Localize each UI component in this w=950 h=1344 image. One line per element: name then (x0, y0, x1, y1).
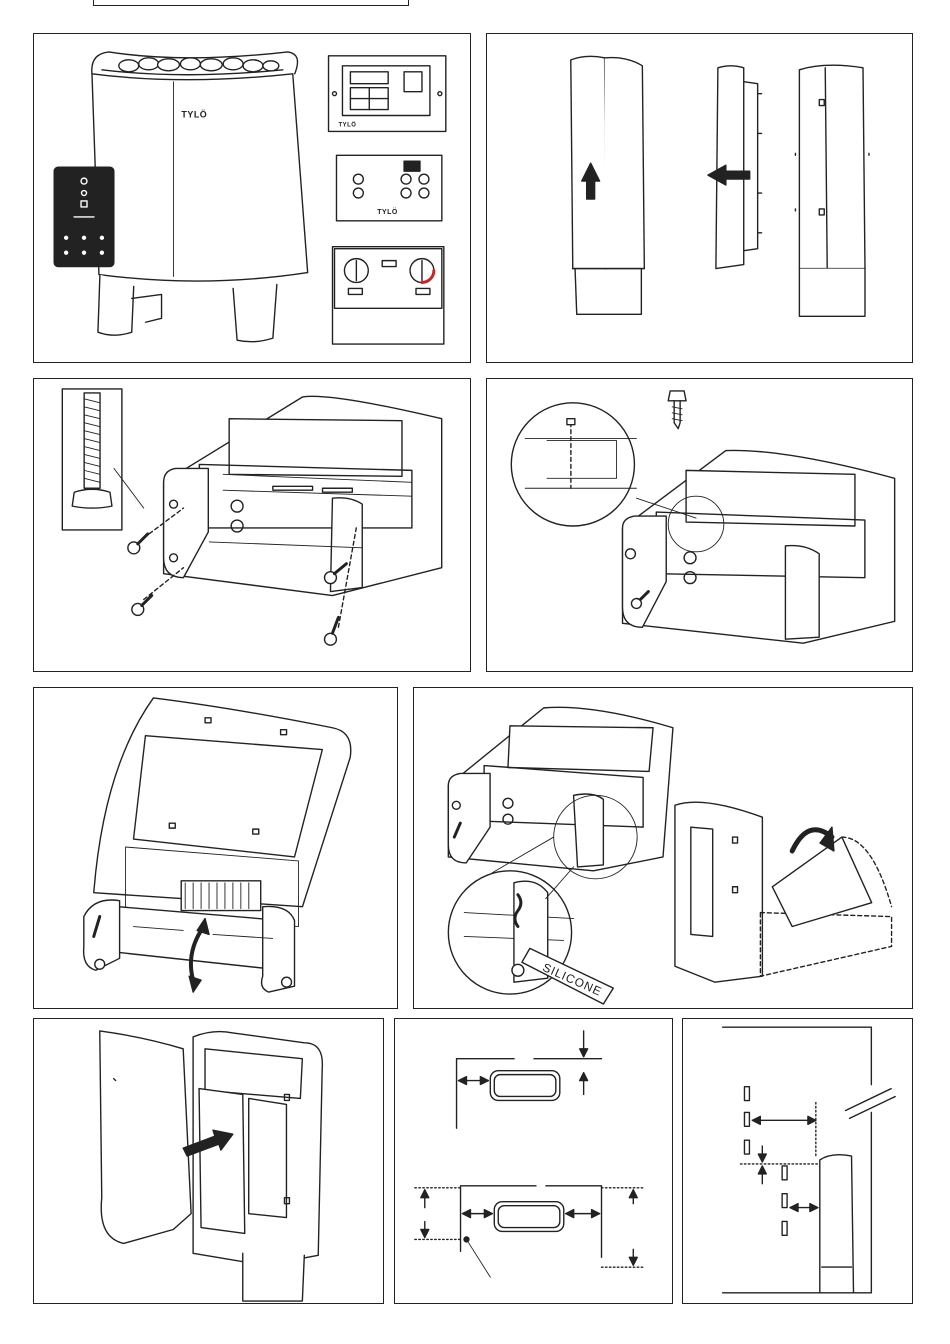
control-unit-dials (333, 247, 444, 344)
stones-icon (119, 58, 279, 72)
control-unit-display: TYLÖ (329, 56, 446, 132)
heater-overview-drawing: TYLÖ TYLÖ (34, 34, 470, 362)
screw-icon (668, 391, 686, 429)
clearance-dimensions-panel (394, 1018, 673, 1304)
open-front-cover-panel (33, 687, 398, 1009)
curved-arrow-icon (792, 827, 834, 851)
side-panel-removal-panel (486, 33, 913, 363)
control-unit-buttons: TYLÖ (336, 155, 441, 221)
screw-detail-drawing (487, 379, 912, 671)
wall-distance-drawing (683, 1019, 912, 1303)
heater-logo: TYLÖ (181, 109, 207, 119)
control-unit2-logo: TYLÖ (377, 207, 398, 216)
control-unit-logo: TYLÖ (338, 121, 356, 128)
leg-mounting-drawing (34, 379, 470, 671)
refit-side-panel-drawing (34, 1019, 383, 1303)
screw-detail-panel (486, 378, 913, 672)
touch-control-panel (54, 167, 114, 266)
heater-overview-panel: TYLÖ TYLÖ (33, 33, 471, 363)
header-box (93, 0, 409, 6)
side-panel-removal-drawing (487, 34, 912, 362)
silicone-sealing-panel: SILICONE (413, 687, 913, 1009)
open-front-cover-drawing (34, 688, 397, 1008)
wall-distance-panel (682, 1018, 913, 1304)
silicone-sealing-drawing: SILICONE (414, 688, 912, 1008)
leg-mounting-panel (33, 378, 471, 672)
clearance-dimensions-drawing (395, 1019, 672, 1303)
adjustable-foot-icon (62, 389, 143, 530)
refit-side-panel-panel (33, 1018, 384, 1304)
